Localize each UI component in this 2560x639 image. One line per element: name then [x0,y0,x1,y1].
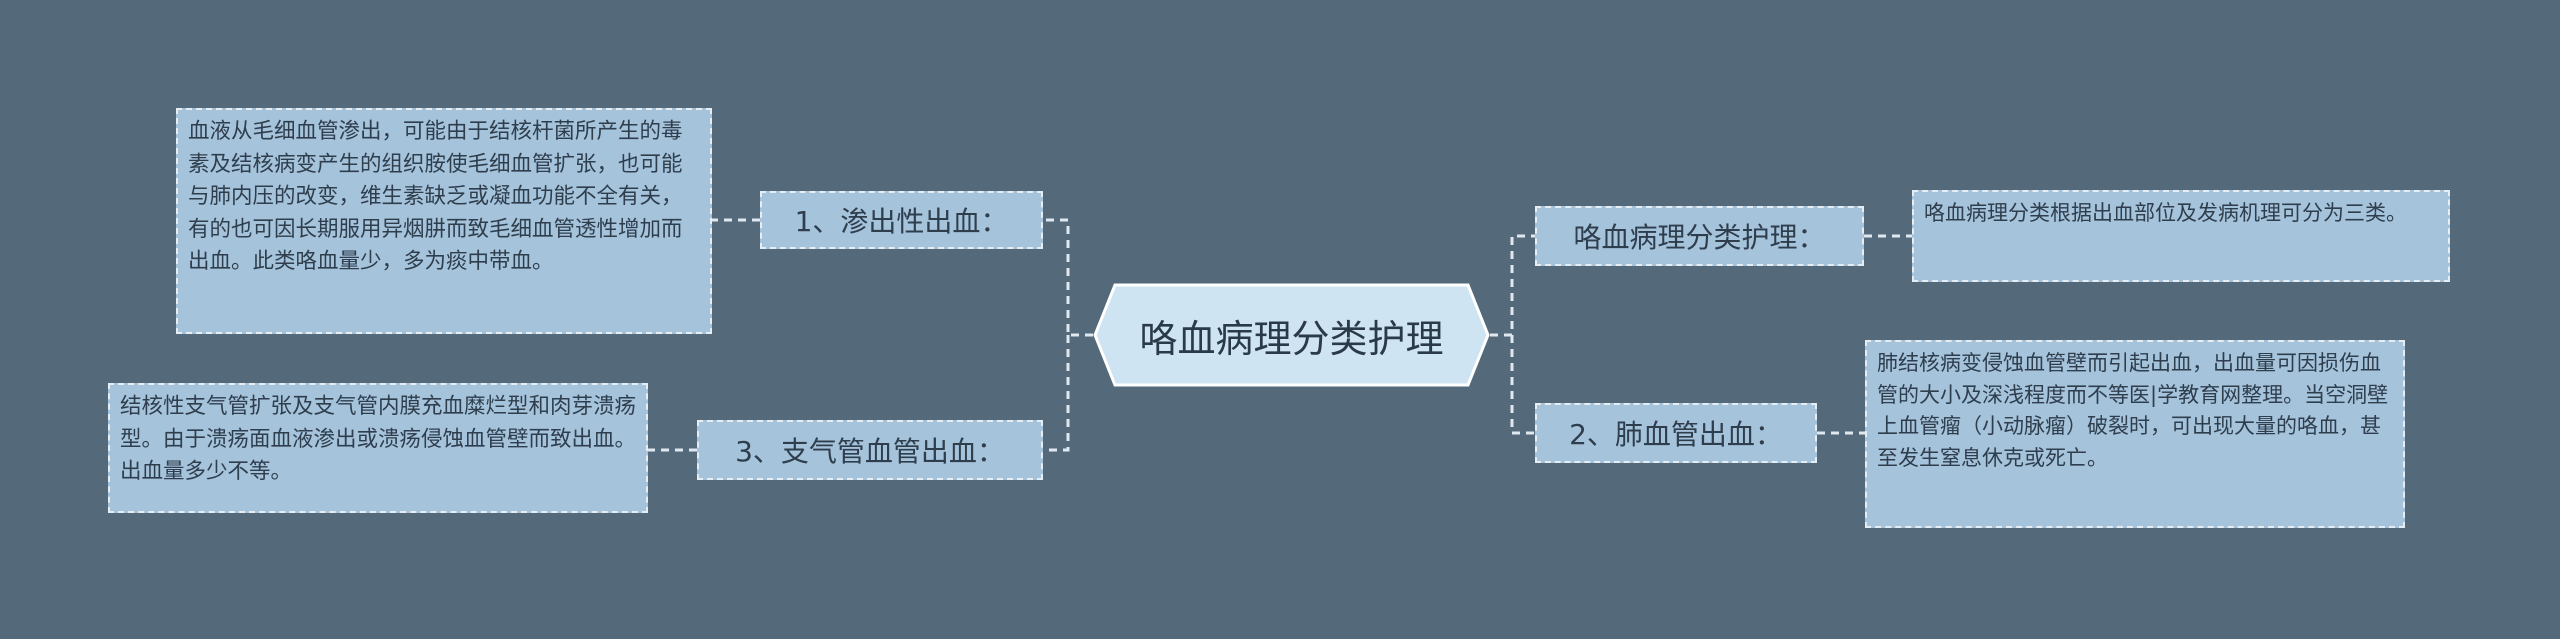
branch-pulmonary-vessel-bleeding[interactable]: 2、肺血管出血： [1535,403,1817,463]
detail-pulmonary-vessel-bleeding[interactable]: 肺结核病变侵蚀血管壁而引起出血，出血量可因损伤血管的大小及深浅程度而不等医|学教… [1865,340,2405,528]
central-topic[interactable]: 咯血病理分类护理 [1093,283,1490,387]
branch-classification-nursing[interactable]: 咯血病理分类护理： [1535,206,1864,266]
branch-bronchial-vessel-bleeding[interactable]: 3、支气管血管出血： [697,420,1043,480]
detail-exudative-bleeding[interactable]: 血液从毛细血管渗出，可能由于结核杆菌所产生的毒素及结核病变产生的组织胺使毛细血管… [176,108,712,334]
branch-exudative-bleeding[interactable]: 1、渗出性出血： [760,191,1043,249]
central-topic-label: 咯血病理分类护理 [1139,316,1444,361]
detail-bronchial-vessel-bleeding[interactable]: 结核性支气管扩张及支气管内膜充血糜烂型和肉芽溃疡型。由于溃疡面血液渗出或溃疡侵蚀… [108,383,648,513]
detail-classification-nursing[interactable]: 咯血病理分类根据出血部位及发病机理可分为三类。 [1912,190,2450,282]
